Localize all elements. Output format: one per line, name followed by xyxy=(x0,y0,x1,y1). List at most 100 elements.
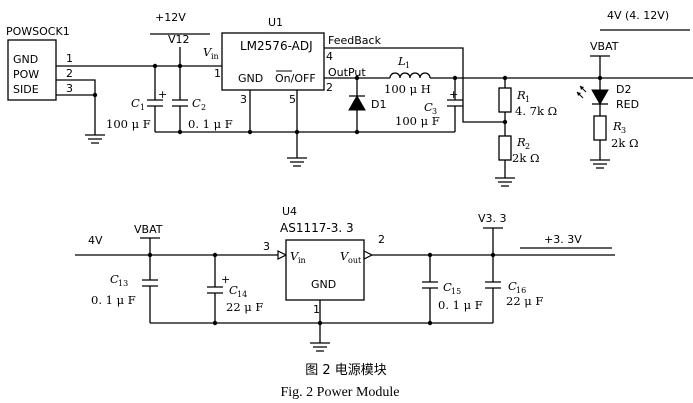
u1-pin-onoff: 5 xyxy=(289,93,296,106)
u4-vout-sub: out xyxy=(348,256,362,265)
upper-circuit: POWSOCK1 GND POW SIDE 1 2 3 +12V V12 + C xyxy=(6,9,693,187)
ground-symbol-lower xyxy=(310,342,330,352)
u4-gnd-label: GND xyxy=(311,278,336,291)
vbat-label-lower: VBAT xyxy=(134,223,163,236)
r1-ref-sub: 1 xyxy=(525,95,530,104)
u1-gnd-label: GND xyxy=(238,72,263,85)
c1-value: 100 μ F xyxy=(106,117,151,131)
net-v33-label: V3. 3 xyxy=(478,212,507,225)
net-plus33v-label: +3. 3V xyxy=(544,233,582,246)
r1-value: 4. 7k Ω xyxy=(515,104,557,118)
junction-gnd-c14 xyxy=(212,320,218,326)
c13-ref-sub: 13 xyxy=(118,279,128,288)
ground-symbol-r2 xyxy=(495,177,515,187)
regulator-lm2576: U1 LM2576-ADJ V in 1 GND On/OFF FeedBack… xyxy=(203,16,382,106)
l1-ref-sub: 1 xyxy=(405,61,410,70)
supply-net-v12: V12 xyxy=(168,33,190,46)
u4-pin-vin: 3 xyxy=(263,240,270,253)
connector-pin-pow-label: POW xyxy=(13,68,39,81)
junction-gnd-u4 xyxy=(317,320,323,326)
ground-symbol-upper xyxy=(287,157,307,167)
connector-ref: POWSOCK1 xyxy=(6,25,70,38)
c13-ref: C xyxy=(110,272,119,286)
r2-ref-sub: 2 xyxy=(525,142,530,151)
c15-ref: C xyxy=(443,280,452,294)
d2-value: RED xyxy=(616,98,639,111)
ground-symbol-connector xyxy=(85,134,105,144)
u1-pin-vin: 1 xyxy=(214,67,221,80)
u4-pin-vout: 2 xyxy=(378,233,385,246)
junction-gnd-c15 xyxy=(427,320,433,326)
capacitor-c15: C 15 0. 1 μ F xyxy=(422,255,483,323)
junction-gnd-c2 xyxy=(177,129,183,135)
c2-ref: C xyxy=(192,96,201,110)
u4-body xyxy=(285,239,365,301)
l1-ref: L xyxy=(397,54,406,68)
r2-value: 2k Ω xyxy=(512,151,539,165)
inductor-l1: L 1 100 μ H xyxy=(384,54,431,96)
wire-connector-pow-to-ground xyxy=(56,79,96,135)
u1-ref: U1 xyxy=(268,16,283,29)
ground-symbol-led xyxy=(590,159,610,169)
c15-value: 0. 1 μ F xyxy=(438,298,483,312)
c15-ref-sub: 15 xyxy=(451,287,461,296)
c14-ref: C xyxy=(229,283,238,297)
supply-label-plus12v: +12V xyxy=(155,11,186,24)
connector-pin2-number: 2 xyxy=(66,67,73,80)
connector-pin-gnd-label: GND xyxy=(13,53,38,66)
u1-pin-feedback: 4 xyxy=(326,50,333,63)
c1-ref: C xyxy=(131,96,140,110)
capacitor-c2: C 2 0. 1 μ F xyxy=(172,66,233,132)
d2-ref: D2 xyxy=(616,83,631,96)
u1-vin-sub: in xyxy=(211,52,219,61)
connector-powsock1: POWSOCK1 GND POW SIDE 1 2 3 xyxy=(6,25,73,101)
l1-value: 100 μ H xyxy=(384,82,431,96)
u4-part: AS1117-3. 3 xyxy=(280,221,354,235)
diode-d1: D1 xyxy=(348,78,386,132)
c13-value: 0. 1 μ F xyxy=(91,293,136,307)
c14-value: 22 μ F xyxy=(226,300,263,314)
connector-pin-side-label: SIDE xyxy=(13,83,39,96)
u4-pin-gnd: 1 xyxy=(313,303,320,316)
c3-ref-sub: 3 xyxy=(432,107,437,116)
pin-arrow-u4-vout xyxy=(363,250,374,260)
c2-value: 0. 1 μ F xyxy=(188,117,233,131)
c16-value: 22 μ F xyxy=(506,294,543,308)
c14-polarity: + xyxy=(221,273,230,286)
connector-pin1-number: 1 xyxy=(66,52,73,65)
junction-gnd-u1 xyxy=(247,129,253,135)
resistor-r1: R 1 4. 7k Ω xyxy=(498,78,557,136)
vbat-label-upper: VBAT xyxy=(590,40,619,53)
capacitor-c16: C 16 22 μ F xyxy=(485,255,543,323)
capacitor-c3: + C 3 100 μ F xyxy=(395,78,463,132)
u1-part: LM2576-ADJ xyxy=(240,39,313,53)
c3-ref: C xyxy=(424,100,433,114)
r1-ref: R xyxy=(516,88,526,102)
capacitor-c1: + C 1 100 μ F xyxy=(106,63,167,132)
c2-ref-sub: 2 xyxy=(201,103,206,112)
led-d2: D2 RED xyxy=(576,83,639,111)
resistor-r2: R 2 2k Ω xyxy=(498,135,539,178)
u1-onoff-label: On/OFF xyxy=(275,72,316,85)
r3-ref-sub: 3 xyxy=(621,126,626,135)
c1-polarity: + xyxy=(158,88,167,101)
u4-ref: U4 xyxy=(282,205,297,218)
lower-circuit: 4V VBAT C 13 0. 1 μ F + C 14 22 μ F U4 A… xyxy=(75,205,615,352)
caption-en: Fig. 2 Power Module xyxy=(281,385,400,400)
c3-value: 100 μ F xyxy=(395,114,440,128)
regulator-as1117: U4 AS1117-3. 3 3 V in V out GND 2 1 xyxy=(263,205,385,316)
capacitor-c13: C 13 0. 1 μ F xyxy=(91,255,158,323)
c16-ref-sub: 16 xyxy=(516,286,526,295)
c1-ref-sub: 1 xyxy=(140,103,145,112)
caption-zh: 图 2 电源模块 xyxy=(305,363,387,378)
connector-pin3-number: 3 xyxy=(66,82,73,95)
u1-output-label: OutPut xyxy=(328,66,366,79)
connector-body xyxy=(7,39,57,101)
r2-ref: R xyxy=(516,135,526,149)
c14-ref-sub: 14 xyxy=(237,290,247,299)
capacitor-c14: + C 14 22 μ F xyxy=(207,255,263,323)
r3-ref: R xyxy=(612,119,622,133)
resistor-r3: R 3 2k Ω xyxy=(593,115,638,160)
pin-arrow-u4-vin xyxy=(277,250,288,260)
